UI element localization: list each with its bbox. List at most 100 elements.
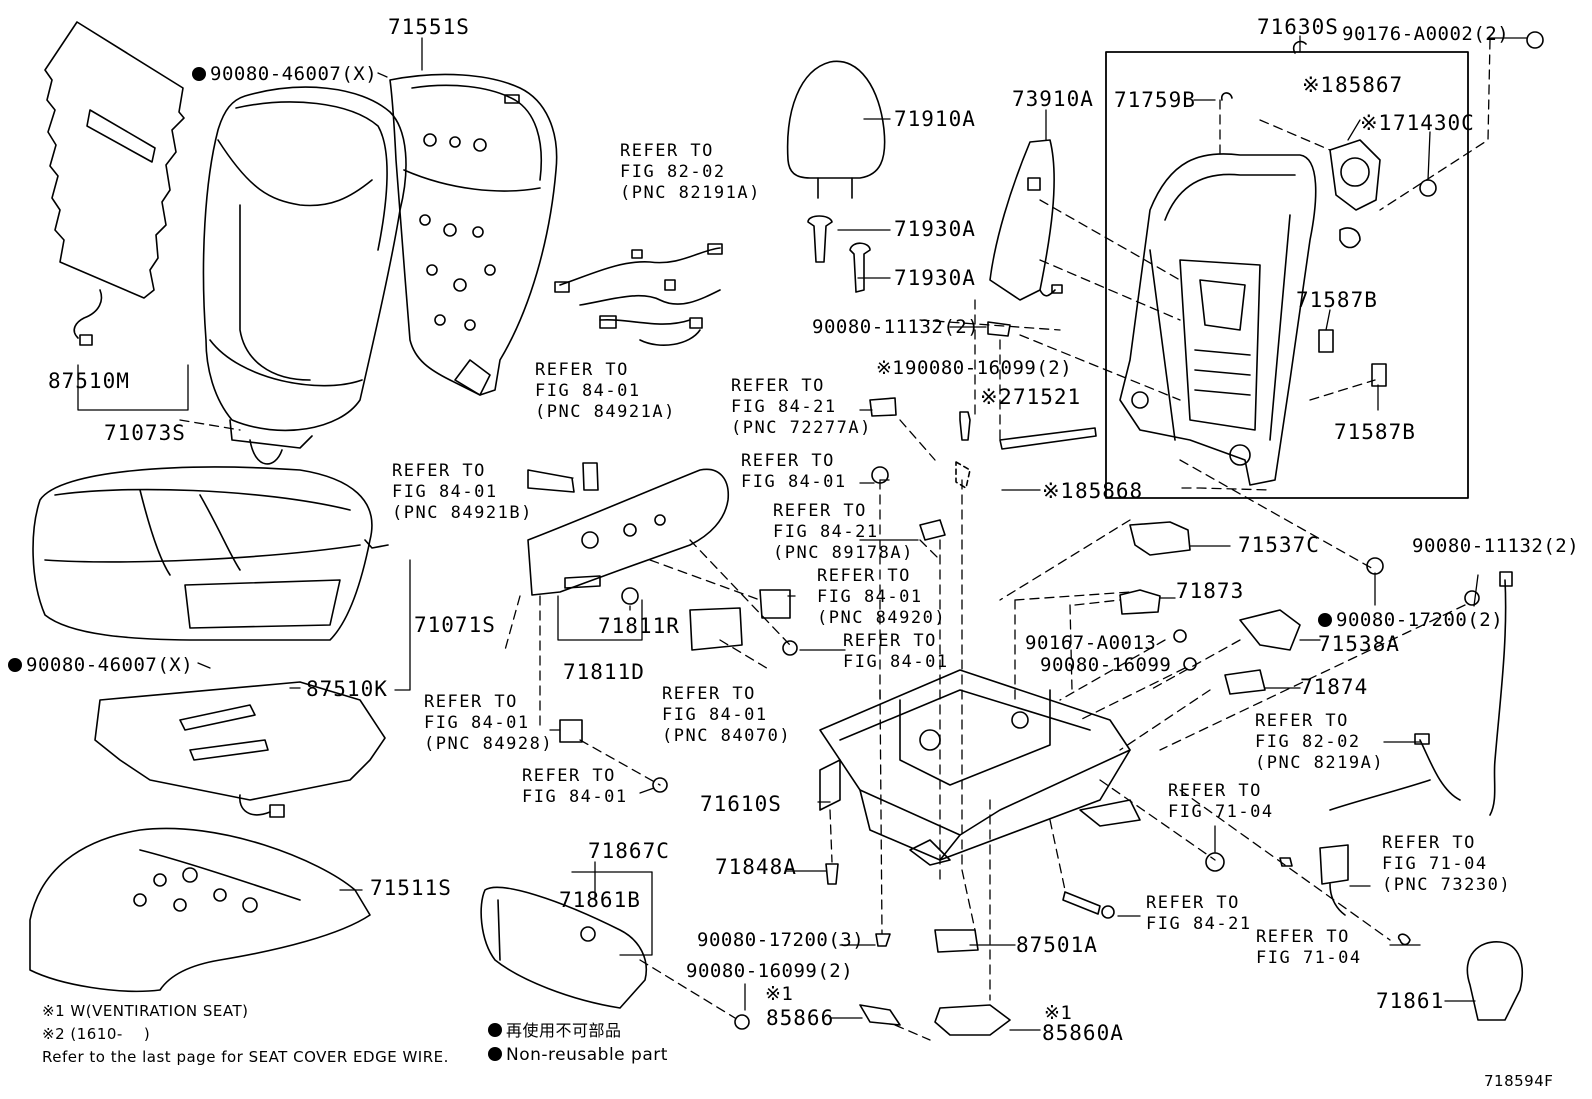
part-90176-A0002: 90176-A0002(2) — [1342, 23, 1510, 45]
right-harness-drawing — [1329, 571, 1513, 816]
legend-en-text: Non-reusable part — [506, 1045, 668, 1065]
refer-line: FIG 84-01 — [662, 705, 768, 725]
footnote-mark: ※2 — [980, 385, 1013, 409]
refer-line: REFER TO — [1256, 927, 1350, 947]
seat-cushion-pad-drawing — [29, 827, 371, 993]
part-90080-46007-bottom: 90080-46007(X) — [8, 655, 193, 676]
part-71587B-lower: 71587B — [1334, 420, 1416, 444]
refer-line: (PNC 82191A) — [620, 183, 761, 203]
legend-en: Non-reusable part — [488, 1044, 668, 1066]
refer-line: FIG 71-04 — [1382, 854, 1488, 874]
refer-line: (PNC 84921B) — [392, 503, 533, 523]
small-parts-drawings — [955, 31, 1544, 489]
seat-cushion-frame-drawing — [819, 669, 1141, 866]
refer-line: REFER TO — [535, 360, 629, 380]
non-reusable-bullet-icon — [1318, 613, 1332, 627]
part-87501A: 87501A — [1016, 933, 1098, 957]
part-71430C: ※171430C — [1360, 112, 1475, 135]
headrest-guide-drawings — [807, 215, 871, 293]
mark-85860A: ※1 — [1044, 1002, 1073, 1024]
side-airbag-drawing — [989, 139, 1063, 301]
refer-line: REFER TO — [741, 451, 835, 471]
refer-line: FIG 84-01 — [843, 652, 949, 672]
refer-line: REFER TO — [1382, 833, 1476, 853]
part-71861B: 71861B — [559, 888, 641, 912]
legend-jp: 再使用不可部品 — [488, 1020, 622, 1042]
part-71930A-lower: 71930A — [894, 266, 976, 290]
refer-line: REFER TO — [1168, 781, 1262, 801]
part-number-text: 90080-16099(2) — [905, 357, 1073, 379]
seat-back-heater-pad-drawing — [44, 21, 185, 346]
refer-line: FIG 82-02 — [620, 162, 726, 182]
refer-line: FIG 84-01 — [817, 587, 923, 607]
part-71930A-upper: 71930A — [894, 217, 976, 241]
part-85866: 85866 — [766, 1006, 835, 1030]
refer-line: FIG 84-21 — [731, 397, 837, 417]
part-number-text: 90080-17200(2) — [1336, 609, 1504, 631]
refer-line: REFER TO — [1146, 893, 1240, 913]
part-number-text: 85867 — [1334, 73, 1404, 97]
part-number-text: 71430C — [1392, 111, 1475, 135]
part-90080-17200-2: 90080-17200(2) — [1318, 610, 1503, 631]
refer-line: (PNC 84921A) — [535, 402, 676, 422]
part-71551S: 71551S — [388, 15, 470, 39]
part-85868: ※185868 — [1042, 480, 1143, 503]
refer-line: FIG 84-01 — [392, 482, 498, 502]
part-85867: ※185867 — [1302, 74, 1403, 97]
lower-hardware-drawings — [734, 844, 1523, 1036]
refer-line: (PNC 72277A) — [731, 418, 872, 438]
refer-line: REFER TO — [773, 501, 867, 521]
part-71587B-upper: 71587B — [1296, 288, 1378, 312]
part-90167-A0013: 90167-A0013 — [1025, 632, 1157, 654]
side-shield-drawing — [527, 462, 729, 605]
part-71848A: 71848A — [715, 855, 797, 879]
headrest-drawing — [786, 60, 886, 199]
refer-line: REFER TO — [843, 631, 937, 651]
refer-line: REFER TO — [392, 461, 486, 481]
part-87510K: 87510K — [306, 677, 388, 701]
non-reusable-bullet-icon — [488, 1047, 502, 1061]
refer-line: (PNC 84920) — [817, 608, 947, 628]
refer-line: REFER TO — [731, 376, 825, 396]
part-71867C: 71867C — [588, 839, 670, 863]
seat-back-board-drawing — [389, 73, 558, 396]
refer-line: FIG 84-01 — [424, 713, 530, 733]
footnote-mark: ※1 — [1042, 479, 1075, 503]
part-number-text: 90080-46007(X) — [210, 63, 378, 85]
seat-cushion-heater-pad-drawing — [94, 681, 386, 818]
refer-line: FIG 71-04 — [1168, 802, 1274, 822]
legend-jp-text: 再使用不可部品 — [506, 1021, 622, 1040]
part-71538A: 71538A — [1318, 632, 1400, 656]
part-number-text: 90080-46007(X) — [26, 654, 194, 676]
seat-back-frame-box — [1105, 51, 1469, 499]
refer-line: REFER TO — [662, 684, 756, 704]
non-reusable-bullet-icon — [192, 67, 206, 81]
seat-back-cover-drawing — [202, 86, 407, 465]
footnote-ventilation: ※1 W(VENTIRATION SEAT) — [42, 1002, 249, 1020]
part-71521: ※271521 — [980, 386, 1081, 409]
footnote-1610: ※2 (1610- ) — [42, 1025, 151, 1043]
part-71811D: 71811D — [563, 660, 645, 684]
part-87510M: 87510M — [48, 369, 130, 393]
part-71874: 71874 — [1300, 675, 1369, 699]
non-reusable-bullet-icon — [488, 1023, 502, 1037]
part-71910A: 71910A — [894, 107, 976, 131]
part-85860A: 85860A — [1042, 1021, 1124, 1045]
